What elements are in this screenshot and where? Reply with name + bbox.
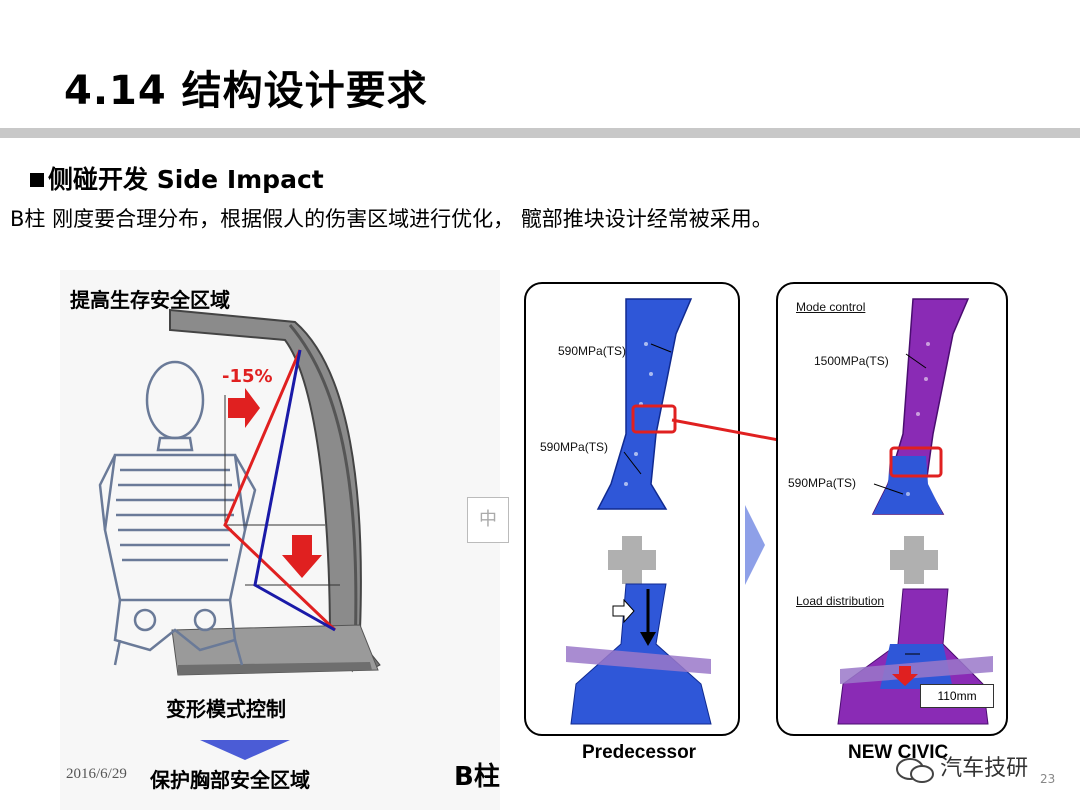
- percent-label: -15%: [222, 366, 273, 387]
- load-distribution-label: Load distribution: [796, 594, 885, 608]
- dummy-bpillar-diagram: [60, 270, 500, 810]
- predecessor-caption: Predecessor: [582, 742, 697, 763]
- deformation-control-label: 变形模式控制: [166, 697, 286, 721]
- b-pillar-label: B柱: [454, 762, 500, 792]
- section-heading: 侧碰开发 Side Impact: [30, 160, 324, 196]
- wechat-icon: [896, 757, 934, 783]
- newcivic-bpillar-image: [837, 298, 993, 725]
- newcivic-panel: Mode control 1500MPa(TS) 590MPa(TS) Load…: [776, 282, 1008, 736]
- newcivic-upper-strength: 1500MPa(TS): [814, 354, 889, 368]
- predecessor-lower-strength: 590MPa(TS): [540, 440, 609, 454]
- chevron-right-icon: [745, 505, 765, 585]
- watermark: 汽车技研: [895, 750, 1028, 786]
- newcivic-lower-strength: 590MPa(TS): [788, 476, 857, 490]
- predecessor-upper-strength: 590MPa(TS): [558, 344, 627, 358]
- predecessor-panel: 590MPa(TS) 590MPa(TS): [524, 282, 740, 736]
- slide-title: 4.14 结构设计要求: [64, 68, 428, 114]
- distance-label: 110mm: [920, 684, 994, 708]
- section-heading-text: 侧碰开发 Side Impact: [48, 165, 324, 194]
- chest-protection-label: 保护胸部安全区域: [150, 768, 310, 792]
- slide-date: 2016/6/29: [66, 766, 127, 782]
- mode-control-label: Mode control: [796, 300, 866, 314]
- center-char-box: 中: [467, 497, 509, 543]
- predecessor-bpillar-image: [566, 298, 712, 725]
- newcivic-caption: NEW CIVIC: [848, 742, 949, 763]
- square-bullet-icon: [30, 173, 44, 187]
- survival-zone-label: 提高生存安全区域: [70, 288, 230, 312]
- page-number: 23: [1040, 772, 1056, 786]
- title-divider: [0, 128, 1080, 138]
- watermark-text: 汽车技研: [940, 756, 1029, 781]
- body-text: B柱 刚度要合理分布，根据假人的伤害区域进行优化， 髋部推块设计经常被采用。: [10, 207, 773, 231]
